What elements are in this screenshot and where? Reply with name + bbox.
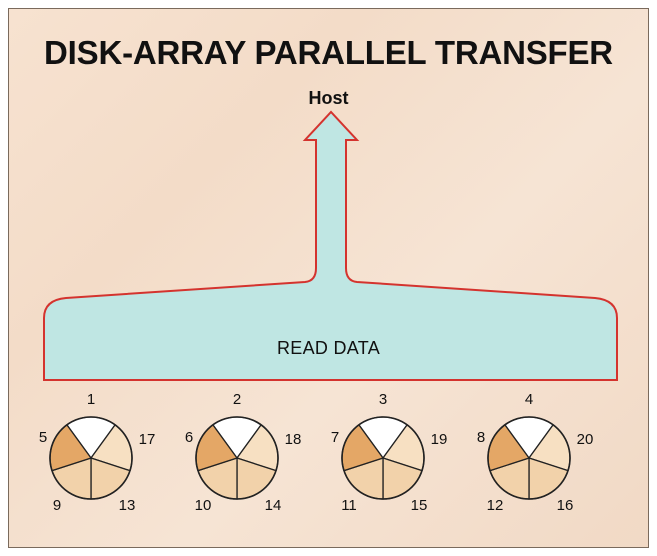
- block-label-2: 2: [232, 391, 242, 408]
- block-label-13: 13: [118, 497, 136, 514]
- page-title: DISK-ARRAY PARALLEL TRANSFER: [44, 34, 613, 71]
- block-label-3: 3: [378, 391, 388, 408]
- host-label: Host: [308, 88, 349, 108]
- disk-4-outline: [487, 416, 571, 500]
- disk-1-outline: [49, 416, 133, 500]
- disk-4: [487, 416, 571, 500]
- disk-3: [341, 416, 425, 500]
- block-label-9: 9: [52, 497, 62, 514]
- block-label-7: 7: [330, 429, 340, 446]
- disk-3-outline: [341, 416, 425, 500]
- block-label-12: 12: [486, 497, 504, 514]
- disk-2-outline: [195, 416, 279, 500]
- read-data-label: READ DATA: [276, 338, 381, 358]
- block-label-17: 17: [138, 431, 156, 448]
- block-label-10: 10: [194, 497, 212, 514]
- block-label-5: 5: [38, 429, 48, 446]
- disk-2: [195, 416, 279, 500]
- block-label-6: 6: [184, 429, 194, 446]
- block-label-18: 18: [284, 431, 302, 448]
- block-label-14: 14: [264, 497, 282, 514]
- block-label-15: 15: [410, 497, 428, 514]
- block-label-20: 20: [576, 431, 594, 448]
- block-label-4: 4: [524, 391, 534, 408]
- block-label-19: 19: [430, 431, 448, 448]
- block-label-16: 16: [556, 497, 574, 514]
- disk-1: [49, 416, 133, 500]
- arrow-shape: [43, 110, 618, 381]
- block-label-8: 8: [476, 429, 486, 446]
- block-label-1: 1: [86, 391, 96, 408]
- block-label-11: 11: [341, 497, 357, 514]
